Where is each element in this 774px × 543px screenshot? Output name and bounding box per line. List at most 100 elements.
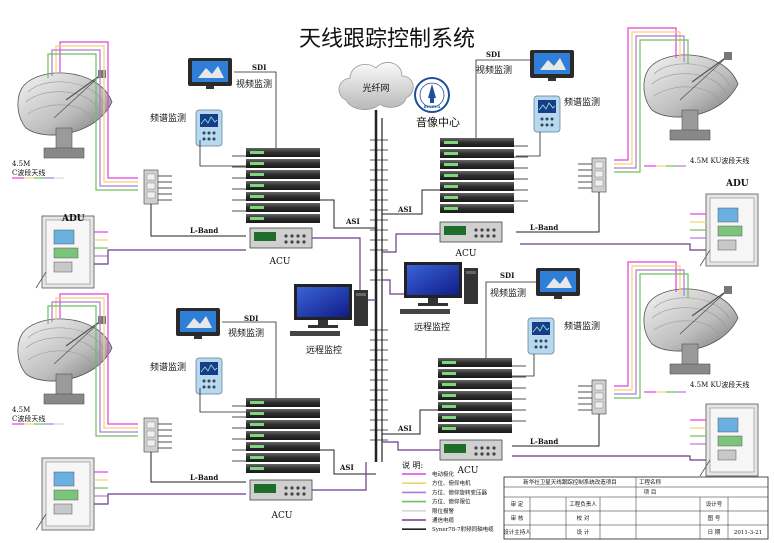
legend-item-text: 通信电缆 [432, 516, 455, 524]
video-monitor-icon [536, 268, 580, 299]
video-monitor-label: 视频监测 [490, 287, 526, 299]
sdi-label: SDI [252, 63, 266, 72]
acu-label: ACU [271, 511, 293, 521]
legend-item-text: 方位、俯仰限位 [432, 498, 471, 506]
sdi-label: SDI [486, 50, 500, 59]
spectrum-analyzer-icon [533, 95, 561, 133]
adu-cabinet-icon [35, 457, 95, 531]
acu-label: ACU [455, 249, 477, 259]
legend-item-text: Syner78-7射频同轴电缆 [432, 525, 494, 533]
antenna-band-label: C波段天线 [12, 168, 45, 177]
fiber-network-label: 光纤网 [362, 82, 389, 94]
splitter-icon [591, 157, 607, 193]
spectrum-monitor-label: 频谱监测 [564, 320, 600, 332]
desktop-pc-icon [290, 284, 368, 336]
legend-items: 电动极化方位、俯仰电机方位、俯仰旋转变压器方位、俯仰限位限位报警通信电缆Syne… [402, 470, 494, 533]
lband-label: L-Band [530, 223, 558, 232]
adu-cabinet-icon [699, 193, 759, 267]
rack-equipment-icon [246, 398, 320, 473]
asi-label: ASI [339, 463, 354, 472]
backbone-ticks [370, 139, 388, 441]
sdi-label: SDI [500, 271, 514, 280]
label-check: 审 核 [511, 514, 524, 522]
label-proof: 校 对 [577, 514, 590, 522]
antenna-band-label: C波段天线 [12, 414, 45, 423]
legend: 说 明: 电动极化方位、俯仰电机方位、俯仰旋转变压器方位、俯仰限位限位报警通信电… [402, 460, 494, 533]
label-project-title: 工程名称 [639, 478, 662, 486]
acu-unit-icon [249, 227, 313, 249]
remote-monitor-label: 远程监控 [414, 321, 450, 333]
antenna-size-label: 4.5M [12, 160, 30, 168]
splitter-icon [591, 379, 607, 415]
rack-equipment-icon [246, 148, 320, 223]
system-lower-right: 4.5M KU波段天线 L-Band 频谱监测 SDI 视频监测 [382, 261, 759, 477]
spectrum-monitor-label: 频谱监测 [150, 112, 186, 124]
legend-heading: 说 明: [402, 460, 423, 470]
label-item: 项 目 [644, 489, 657, 496]
splitter-icon [143, 169, 159, 205]
project-name: 新华社卫星天线跟踪控制系统改造项目 [523, 478, 617, 486]
label-design: 设 计 [577, 528, 590, 536]
system-upper-left: ADU 4.5M C波段天线 L-Band 频谱监测 SDI 视频监测 [12, 41, 376, 301]
video-monitor-label: 视频监测 [228, 327, 264, 339]
remote-monitor-label: 远程监控 [306, 344, 342, 356]
antenna-size-label: 4.5M [12, 406, 30, 414]
lband-label: L-Band [190, 226, 218, 235]
video-monitor-icon [176, 308, 220, 339]
title-block: 新华社卫星天线跟踪控制系统改造项目 工程名称 项 目 审 定 工程负责人 审 核… [503, 476, 769, 540]
asi-label: ASI [397, 205, 412, 214]
lband-label: L-Band [190, 473, 218, 482]
label-review: 审 定 [511, 500, 524, 508]
adu-label: ADU [725, 179, 749, 189]
remote-monitor-right: 远程监控 [382, 262, 478, 333]
acu-label: ACU [457, 466, 479, 476]
acu-unit-icon [439, 221, 503, 243]
asi-label: ASI [345, 217, 360, 226]
desktop-pc-icon [400, 262, 478, 314]
antenna-ku-label: 4.5M KU波段天线 [690, 156, 749, 165]
media-center-logo: BINHUA [414, 77, 450, 113]
rack-equipment-icon [438, 358, 512, 433]
sdi-label: SDI [244, 314, 258, 323]
legend-item-text: 方位、俯仰电机 [432, 479, 471, 487]
video-monitor-icon [188, 58, 232, 89]
video-monitor-label: 视频监测 [236, 78, 272, 90]
label-lead: 工程负责人 [569, 500, 597, 508]
adu-cabinet-icon [35, 215, 95, 289]
diagram-title: 天线跟踪控制系统 [299, 27, 475, 52]
acu-label: ACU [269, 257, 291, 267]
date-value: 2011-3-21 [734, 530, 762, 536]
antenna-ku-label: 4.5M KU波段天线 [690, 380, 749, 389]
label-date: 日 期 [708, 529, 721, 536]
legend-item-text: 方位、俯仰旋转变压器 [432, 488, 488, 496]
label-drawing-no: 图 号 [708, 514, 721, 522]
remote-monitor-left: 远程监控 [290, 284, 368, 356]
lband-label: L-Band [530, 437, 558, 446]
spectrum-analyzer-icon [527, 317, 555, 355]
system-upper-right: 4.5M KU波段天线 ADU L-Band 频谱监测 SDI 视频监测 [382, 27, 759, 267]
acu-unit-icon [249, 479, 313, 501]
acu-unit-icon [439, 439, 503, 461]
legend-item-text: 电动极化 [432, 470, 455, 478]
video-monitor-icon [530, 50, 574, 81]
media-center-label: 音像中心 [416, 115, 460, 129]
spectrum-monitor-label: 频谱监测 [564, 96, 600, 108]
adu-cabinet-icon [699, 403, 759, 477]
system-lower-left: 4.5M C波段天线 L-Band 频谱监测 SDI 视频监测 [12, 293, 376, 531]
spectrum-monitor-label: 频谱监测 [150, 361, 186, 373]
satellite-dish-icon [643, 285, 739, 375]
splitter-icon [143, 417, 159, 453]
asi-label: ASI [397, 424, 412, 433]
satellite-dish-icon [643, 51, 739, 141]
rack-equipment-icon [440, 138, 514, 213]
satellite-dish-icon [17, 69, 113, 159]
label-design-no: 设计号 [706, 500, 723, 508]
adu-label: ADU [61, 214, 85, 224]
label-design-lead: 设计主持人 [503, 528, 531, 536]
video-monitor-label: 视频监测 [476, 64, 512, 76]
logo-text: BINHUA [424, 105, 441, 109]
fiber-network-cloud: 光纤网 [338, 62, 414, 110]
legend-item-text: 限位报警 [432, 507, 455, 515]
